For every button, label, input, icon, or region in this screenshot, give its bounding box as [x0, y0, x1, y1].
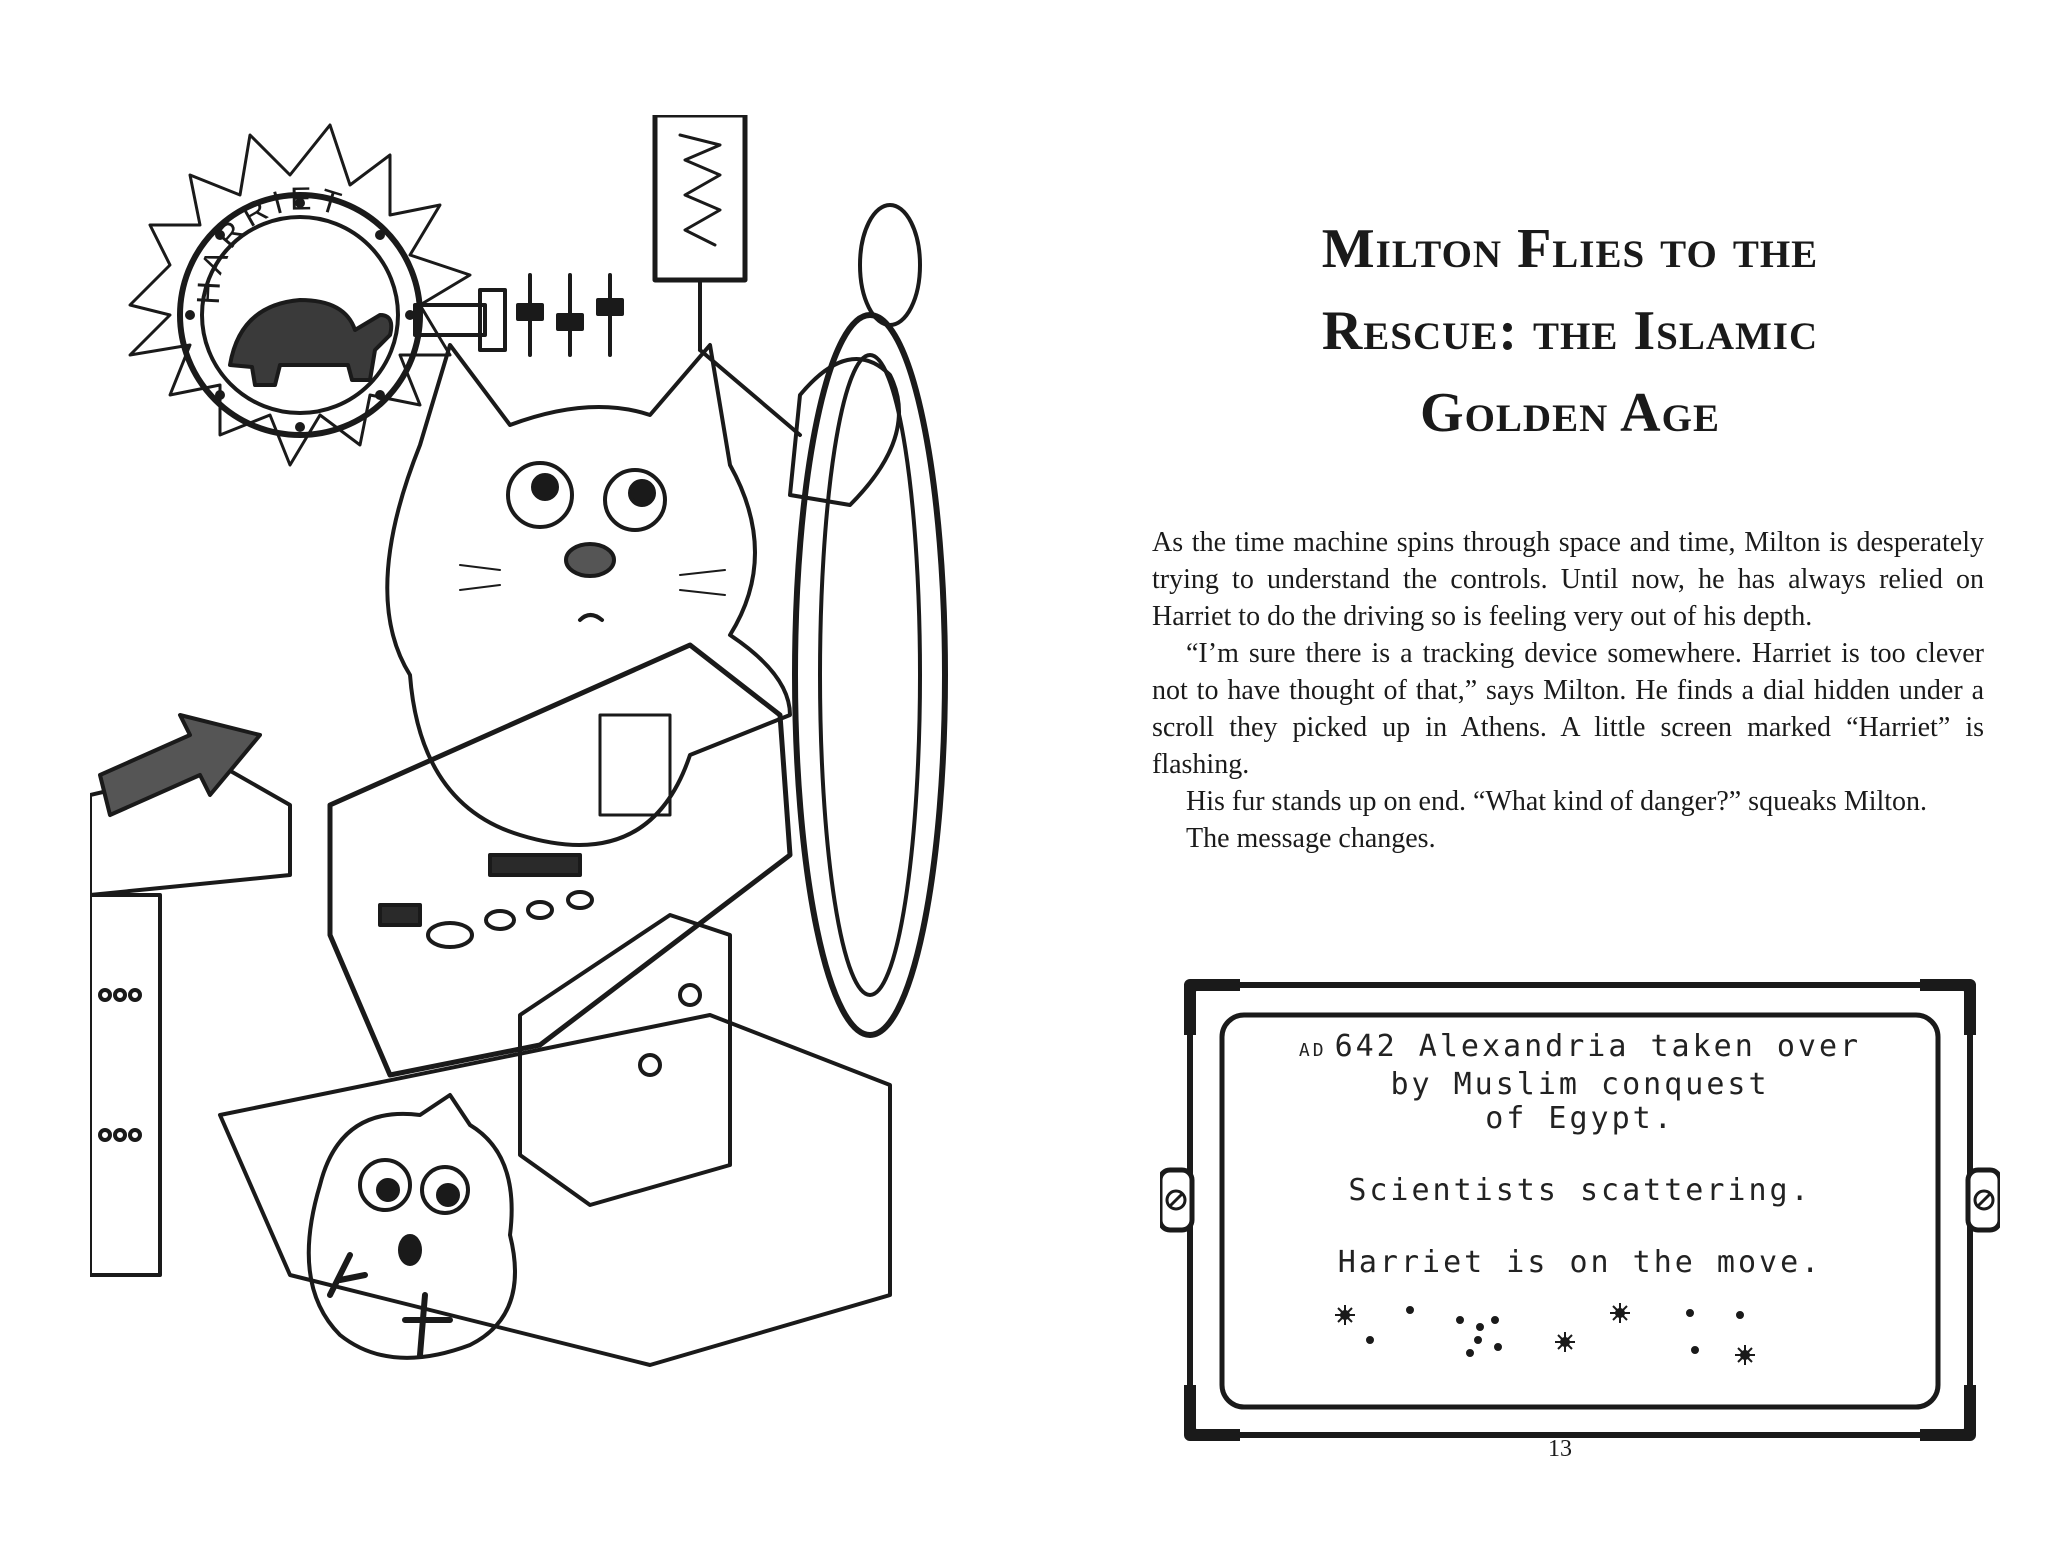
page-number: 13 [1548, 1436, 1572, 1462]
screen-line-3: of Egypt. [1485, 1101, 1675, 1136]
control-wheel [792, 312, 948, 1038]
screen-line-5: Harriet is on the move. [1337, 1245, 1823, 1280]
chapter-title: Milton Flies to the Rescue: the Islamic … [1160, 208, 1980, 454]
era-label: AD [1298, 1040, 1327, 1061]
paragraph: As the time machine spins through space … [1152, 527, 1984, 632]
paragraph: His fur stands up on end. “What kind of … [1186, 786, 1928, 817]
harriet-silhouette [228, 298, 394, 387]
screen-line-4: Scientists scattering. [1348, 1173, 1812, 1208]
screen-line-2: by Muslim conquest [1390, 1067, 1770, 1102]
screen-line-1: 642 Alexandria taken over [1334, 1029, 1862, 1064]
control-console [327, 642, 793, 1078]
message-screen-frame [1160, 979, 2000, 1441]
time-machine-illustration: HARRIET [90, 115, 948, 1367]
chapter-title-line: Golden Age [1420, 381, 1720, 444]
porthole-inner [200, 215, 400, 415]
paragraph: The message changes. [1186, 823, 1436, 854]
message-screen-text: AD 642 Alexandria taken over by Muslim co… [1230, 1030, 1930, 1280]
chapter-title-line: Milton Flies to the [1321, 217, 1819, 280]
chapter-body: As the time machine spins through space … [1152, 524, 1984, 857]
paragraph: “I’m sure there is a tracking device som… [1152, 638, 1984, 780]
porthole-outer [177, 192, 423, 438]
chapter-title-line: Rescue: the Islamic [1321, 299, 1819, 362]
floor-plate [218, 1013, 892, 1367]
milton-cat-body [385, 343, 792, 847]
screen-stars [1335, 1303, 1755, 1365]
screen-line: AD 642 Alexandria taken over [1230, 1030, 1930, 1068]
small-monster [306, 1093, 517, 1360]
